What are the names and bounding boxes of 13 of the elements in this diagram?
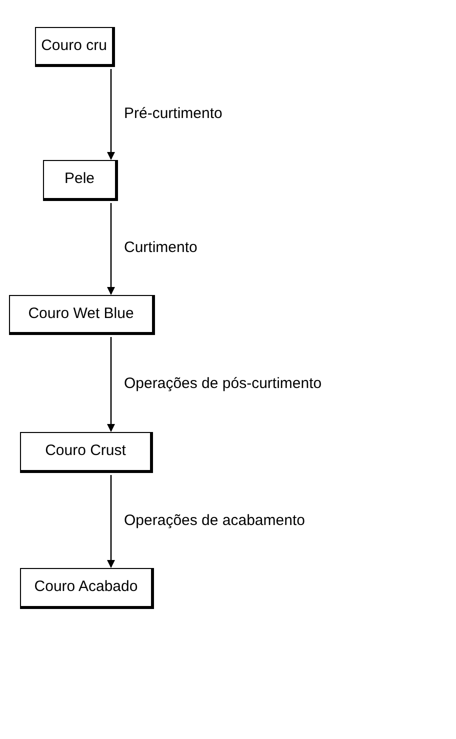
arrow (107, 69, 115, 160)
process-box: Couro cru (35, 27, 115, 67)
process-box: Couro Wet Blue (9, 295, 155, 335)
process-box: Pele (43, 160, 118, 201)
edge-label: Curtimento (124, 239, 198, 257)
edge-label: Pré-curtimento (124, 104, 222, 122)
edge-label: Operações de acabamento (124, 512, 305, 530)
process-box: Couro Crust (20, 432, 153, 473)
arrow (107, 475, 115, 568)
process-box: Couro Acabado (20, 568, 154, 609)
arrow (107, 337, 115, 432)
edge-label: Operações de pós-curtimento (124, 374, 322, 392)
arrow (107, 203, 115, 295)
